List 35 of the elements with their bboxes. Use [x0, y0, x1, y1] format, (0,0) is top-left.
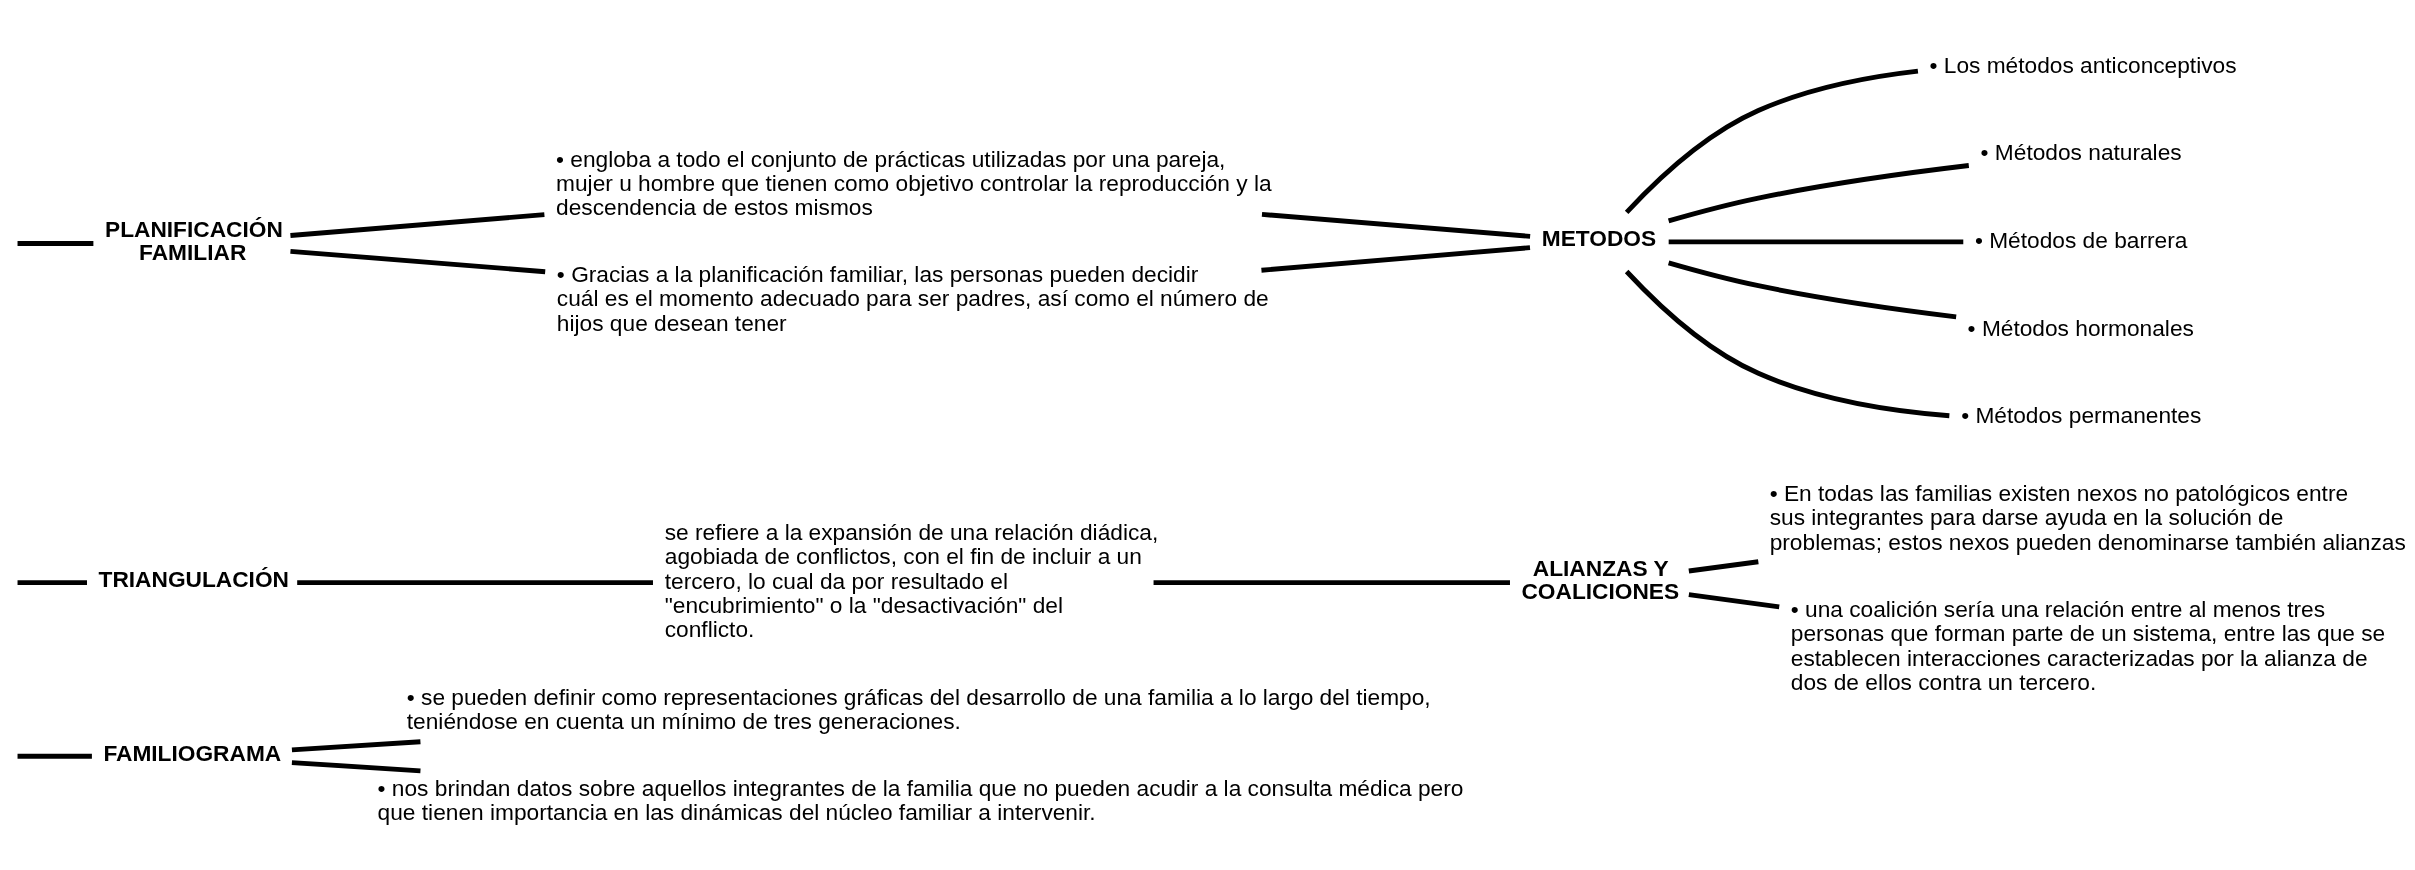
- node-text: • Métodos naturales: [1980, 139, 2182, 166]
- node-text: • Métodos permanentes: [1961, 402, 2202, 429]
- connector: [1688, 592, 1780, 610]
- connector: [297, 580, 653, 586]
- connector: [1261, 245, 1531, 273]
- node-text: • engloba a todo el conjunto de prácticas utilizadas por una pareja, mujer u hombre que tienen como objetivo controlar la reproducción y la descendencia de estos mismos: [556, 145, 1272, 221]
- connector: [290, 212, 545, 238]
- connector: [1688, 559, 1759, 574]
- connector: [17, 580, 87, 586]
- node-text: METODOS: [1541, 225, 1657, 252]
- connector: [291, 760, 421, 774]
- connector: [1624, 68, 1919, 214]
- connector: [17, 753, 92, 759]
- node-text: FAMILIOGRAMA: [103, 739, 282, 766]
- node-text: PLANIFICACIÓN FAMILIAR: [105, 216, 283, 266]
- node-text: • nos brindan datos sobre aquellos integrantes de la familia que no pueden acudir a la consulta médica pero que tienen importancia en las dinámicas del núcleo familiar a intervenir.: [377, 774, 1464, 825]
- connector: [17, 241, 94, 246]
- node-text: ALIANZAS Y COALICIONES: [1521, 555, 1680, 605]
- connector: [1153, 580, 1510, 586]
- node-text: • En todas las familias existen nexos no patológicos entre sus integrantes para darse ayuda en la solución de problemas; estos nexos pueden denominarse también alianzas: [1769, 480, 2406, 555]
- node-text: • se pueden definir como representaciones gráficas del desarrollo de una familia a lo largo del tiempo, teniéndose en cuenta un mínimo de tres generaciones.: [406, 683, 1431, 734]
- node-text: • Gracias a la planificación familiar, las personas pueden decidir cuál es el momento adecuado para ser padres, así como el número de hijos que desean tener: [556, 261, 1269, 336]
- connector: [1624, 269, 1950, 419]
- node-text: • Los métodos anticonceptivos: [1929, 51, 2237, 78]
- connector: [1261, 212, 1531, 239]
- connector: [1668, 239, 1964, 245]
- connector: [1667, 260, 1957, 320]
- node-text: • una coalición sería una relación entre al menos tres personas que forman parte de un sistema, entre las que se establecen interacciones caracterizadas por la alianza de dos de ellos contra un tercero.: [1790, 596, 2386, 696]
- connector: [290, 248, 546, 275]
- node-text: se refiere a la expansión de una relación diádica, agobiada de conflictos, con el fin de incluir a un tercero, lo cual da por resultado el "encubrimiento" o la "desactivación" del conflicto.: [664, 518, 1159, 643]
- node-text: • Métodos de barrera: [1974, 226, 2188, 253]
- connector: [1667, 163, 1970, 224]
- node-text: TRIANGULACIÓN: [98, 566, 289, 593]
- connector: [291, 739, 421, 753]
- node-text: • Métodos hormonales: [1967, 314, 2194, 341]
